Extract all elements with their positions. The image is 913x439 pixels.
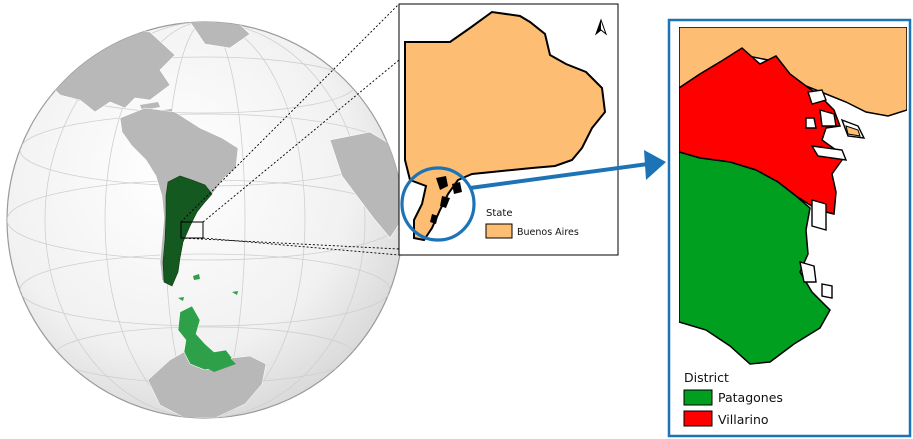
- falklands-land: [193, 274, 200, 280]
- district-legend-swatch-villarino: [683, 410, 713, 427]
- antarctic-claim-wedge: [196, 356, 236, 372]
- district-legend-title: District: [684, 370, 729, 385]
- district-legend-swatch-patagones: [683, 389, 713, 406]
- south-atlantic-islands: [178, 291, 238, 301]
- inset-state-map: State Buenos Aires: [398, 3, 619, 256]
- zoom-arrow: [469, 150, 666, 190]
- buenos-aires-polygon: [404, 10, 607, 242]
- highlight-ring: [400, 166, 476, 242]
- district-legend-label-patagones: Patagones: [718, 390, 783, 405]
- antarctica-land: [147, 351, 267, 418]
- inset-district-map: District Patagones Villarino: [667, 18, 912, 438]
- connector-lines-state: [180, 3, 400, 256]
- africa-land: [329, 131, 403, 239]
- greenland-land: [189, 22, 251, 49]
- globe-study-area-box: [180, 221, 204, 239]
- district-islet-orange: [845, 125, 861, 137]
- state-legend-title: State: [486, 208, 512, 219]
- argentina-land: [162, 175, 213, 287]
- state-legend-swatch: [485, 223, 513, 239]
- district-legend-label-villarino: Villarino: [718, 412, 769, 427]
- district-coastal-islands: [799, 89, 866, 299]
- globe: [6, 21, 404, 419]
- coastal-islands: [430, 176, 462, 224]
- state-legend-label: Buenos Aires: [517, 227, 579, 238]
- north-arrow-icon: [594, 18, 608, 36]
